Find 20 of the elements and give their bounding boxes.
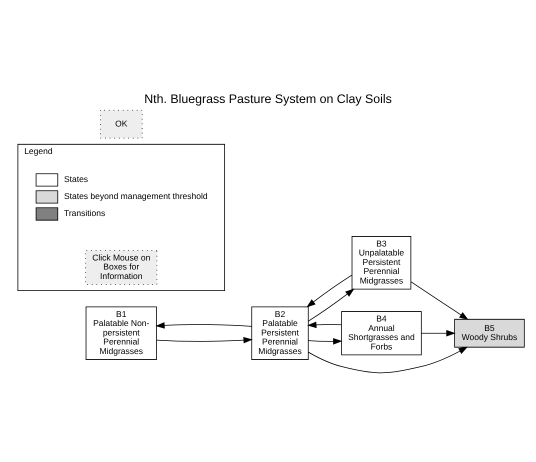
legend-label: States beyond management threshold [64,190,208,201]
node-box: B5 Woody Shrubs [454,318,525,348]
arrow [421,329,456,336]
legend-label: States [64,174,88,184]
arrow [308,338,342,344]
arrow [306,274,352,307]
node-box: B3 Unpalatable Persistent Perennial Midgrasses [352,236,412,289]
legend-label: Transitions [64,208,106,218]
arrow [410,280,469,320]
node-box: Click Mouse on Boxes for Information [85,250,158,284]
arrow [308,346,468,373]
node-box: B1 Palatable Non-persistent Perennial Midgrasses [86,306,157,360]
node-box: B4 Annual Shortgrasses and Forbs [341,310,422,355]
node-box: OK [100,109,143,138]
arrow [155,322,252,328]
arrow [307,321,342,328]
arrow [308,288,354,322]
arrow [156,336,253,343]
node-box: B2 Palatable Persistent Perennial Midgrasses [251,306,309,360]
diagram-title: Nth. Bluegrass Pasture System on Clay Soils [144,92,392,106]
